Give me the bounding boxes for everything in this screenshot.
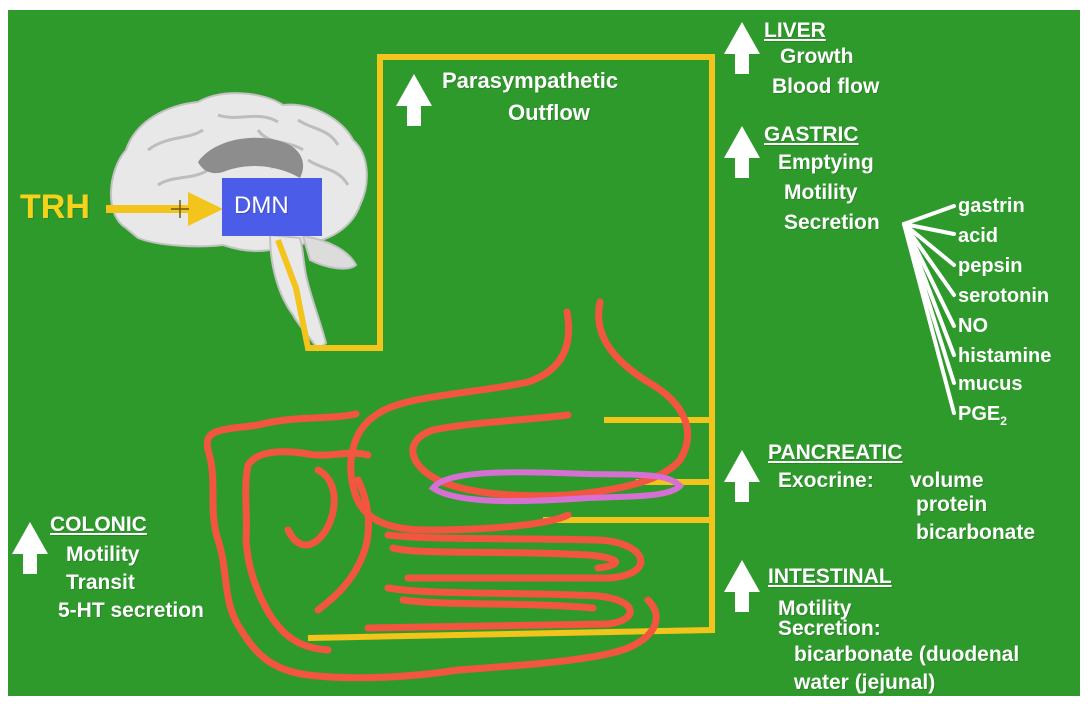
secretion-item: serotonin (958, 286, 1049, 306)
liver-up-arrow (724, 22, 760, 74)
diagram-slide: TRH DMN Parasympathetic Outflow LIVER Gr… (8, 10, 1080, 696)
secretion-item: histamine (958, 346, 1051, 366)
secretion-fan-lines (904, 206, 954, 413)
secretion-item: pepsin (958, 256, 1022, 276)
pancreatic-item: protein (916, 494, 987, 515)
pancreatic-label: Exocrine: (778, 470, 874, 491)
pancreatic-heading: PANCREATIC (768, 442, 903, 463)
liver-heading: LIVER (764, 20, 826, 41)
gut-outline (207, 302, 687, 678)
gastric-up-arrow (724, 126, 760, 178)
secretion-item: gastrin (958, 196, 1025, 216)
intestinal-item: water (jejunal) (794, 672, 935, 693)
gastric-heading: GASTRIC (764, 124, 859, 145)
colonic-item: Transit (66, 572, 135, 593)
gastric-item: Motility (784, 182, 858, 203)
pge-label: PGE (958, 403, 1000, 425)
secretion-item-pge: PGE2 (958, 404, 1007, 427)
secretion-item: NO (958, 316, 988, 336)
secretion-item: acid (958, 226, 998, 246)
gastric-item: Secretion (784, 212, 880, 233)
secretion-item: mucus (958, 374, 1022, 394)
colonic-item: 5-HT secretion (58, 600, 204, 621)
colonic-up-arrow (12, 522, 48, 574)
intestinal-item: Secretion: (778, 618, 881, 639)
pge-subscript: 2 (1000, 414, 1007, 428)
cerebellum-shape (303, 236, 356, 269)
trh-label: TRH (20, 190, 90, 224)
liver-item: Blood flow (772, 76, 879, 97)
gastric-item: Emptying (778, 152, 874, 173)
intestinal-item: bicarbonate (duodenal (794, 644, 1019, 665)
pancreatic-up-arrow (724, 450, 760, 502)
liver-item: Growth (780, 46, 854, 67)
colonic-item: Motility (66, 544, 140, 565)
intestinal-up-arrow (724, 560, 760, 612)
intestinal-heading: INTESTINAL (768, 566, 892, 587)
pancreatic-item: volume (910, 470, 984, 491)
outflow-line1: Parasympathetic (442, 70, 618, 92)
colonic-heading: COLONIC (50, 514, 147, 535)
outflow-up-arrow (396, 74, 432, 126)
pancreatic-item: bicarbonate (916, 522, 1035, 543)
dmn-label: DMN (234, 194, 289, 218)
intestinal-item: Motility (778, 598, 852, 619)
outflow-line2: Outflow (508, 102, 590, 124)
